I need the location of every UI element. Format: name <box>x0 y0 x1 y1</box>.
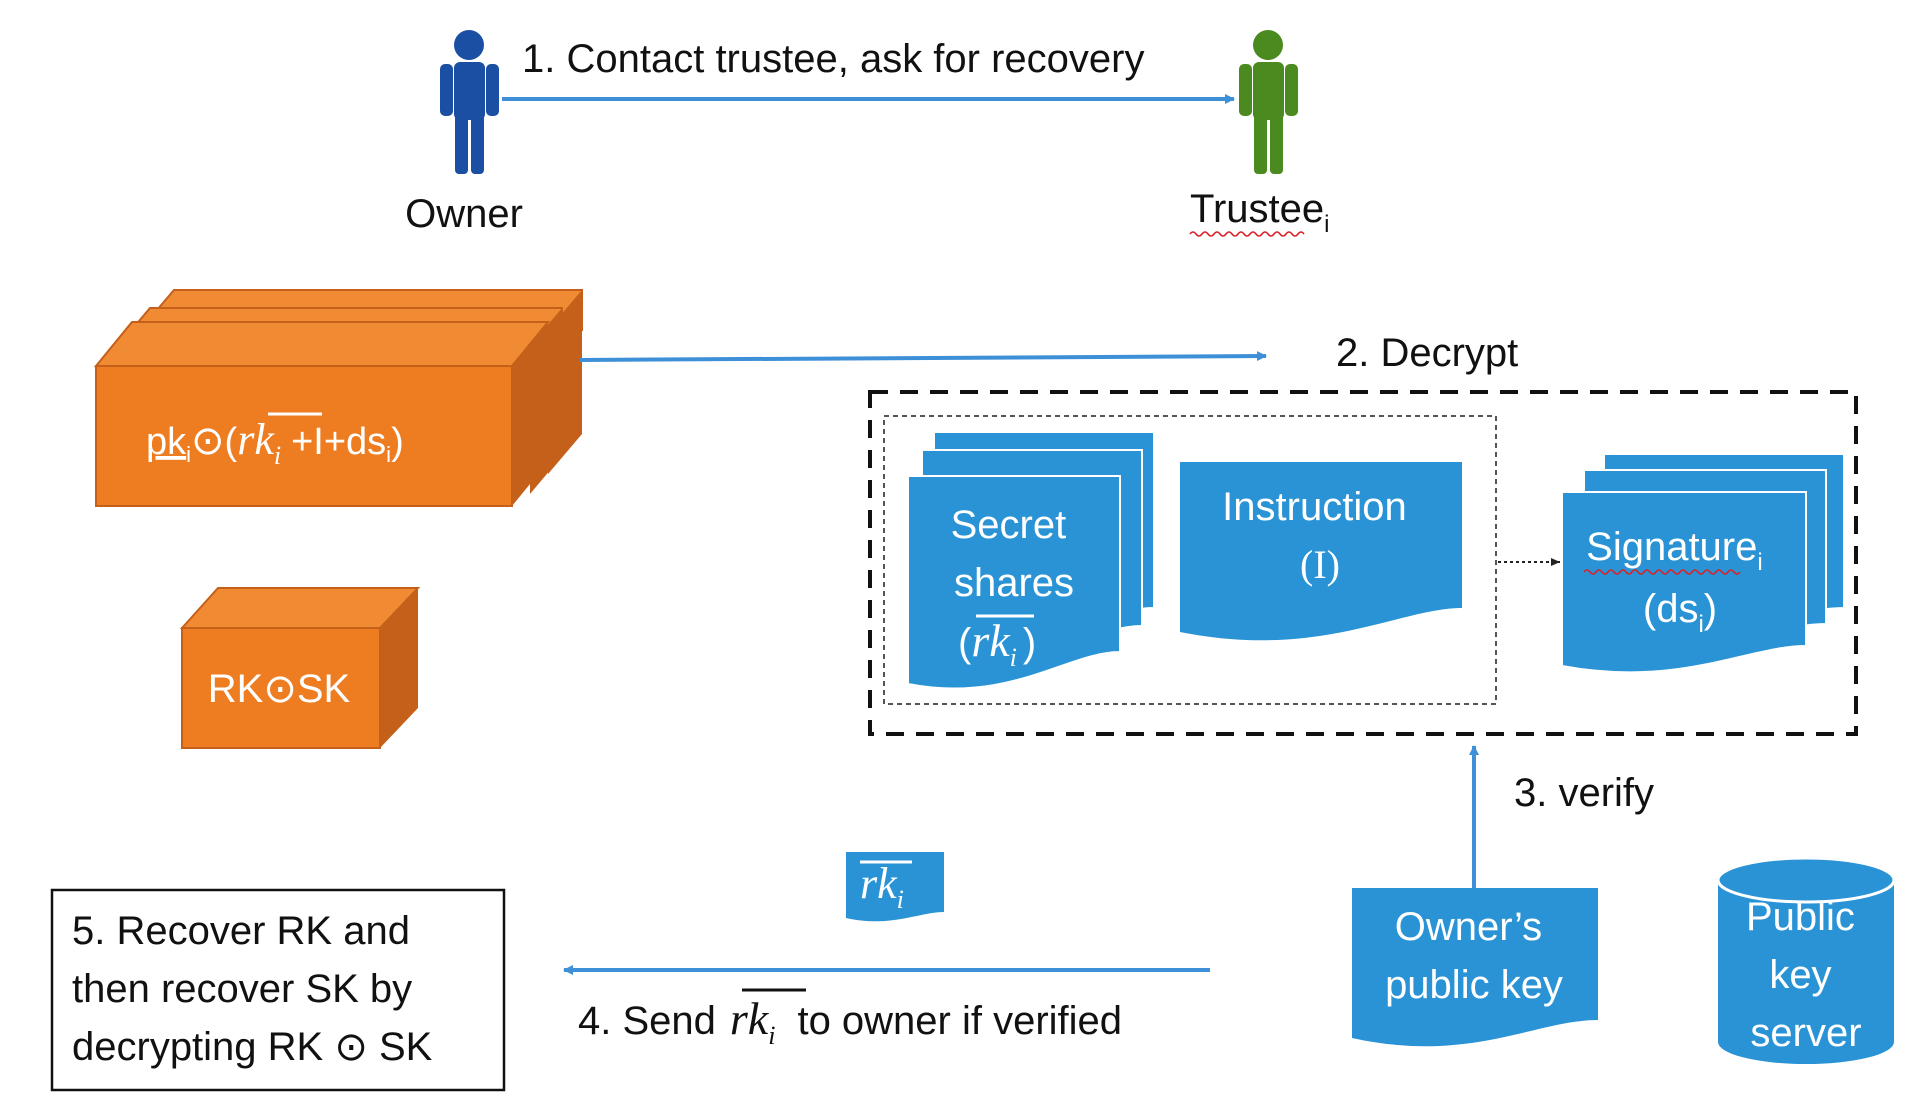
encrypted-share-box <box>93 289 583 507</box>
recover-box <box>50 888 506 1092</box>
rk-sk-label: RK⊙SK <box>208 667 351 711</box>
encrypted-share-label: pki⊙(rki+I+dsi) <box>146 415 404 470</box>
owner-person-icon <box>440 30 499 174</box>
step1-label: 1. Contact trustee, ask for recovery <box>522 37 1144 81</box>
public-key-server-cylinder <box>1716 856 1896 1064</box>
trustee-label: Trusteei <box>1190 187 1329 238</box>
step3-label: 3. verify <box>1514 771 1654 815</box>
owner-label: Owner <box>405 192 523 236</box>
instruction-doc <box>1180 462 1462 641</box>
secret-shares-rk: (rki) <box>958 615 1036 672</box>
rk-sk-box <box>179 587 421 749</box>
owner-public-key-label: Owner’s public key <box>1385 905 1563 1007</box>
rk-share-doc-label: rki <box>860 859 904 914</box>
decrypted-bundle-outline <box>868 390 1858 736</box>
public-key-server-label: Public key server <box>1746 895 1866 1055</box>
trustee-person-icon <box>1239 30 1298 174</box>
signature-spellcheck-squiggle <box>1583 569 1741 575</box>
signature-label: Signaturei (dsi) <box>1586 525 1774 638</box>
signature-doc-stack <box>1561 453 1845 674</box>
secret-shares-doc-stack <box>907 431 1155 690</box>
secret-shares-label: Secret shares <box>951 503 1078 605</box>
recover-text: 5. Recover RK and then recover SK by dec… <box>72 909 433 1069</box>
step2-label: 2. Decrypt <box>1336 331 1518 375</box>
step2-arrow <box>579 351 1267 362</box>
rk-share-doc <box>846 852 944 922</box>
trustee-spellcheck-squiggle <box>1189 231 1305 237</box>
signed-content-outline <box>883 415 1497 705</box>
instruction-label: Instruction (I) <box>1222 485 1418 587</box>
owner-public-key-doc <box>1352 888 1598 1047</box>
